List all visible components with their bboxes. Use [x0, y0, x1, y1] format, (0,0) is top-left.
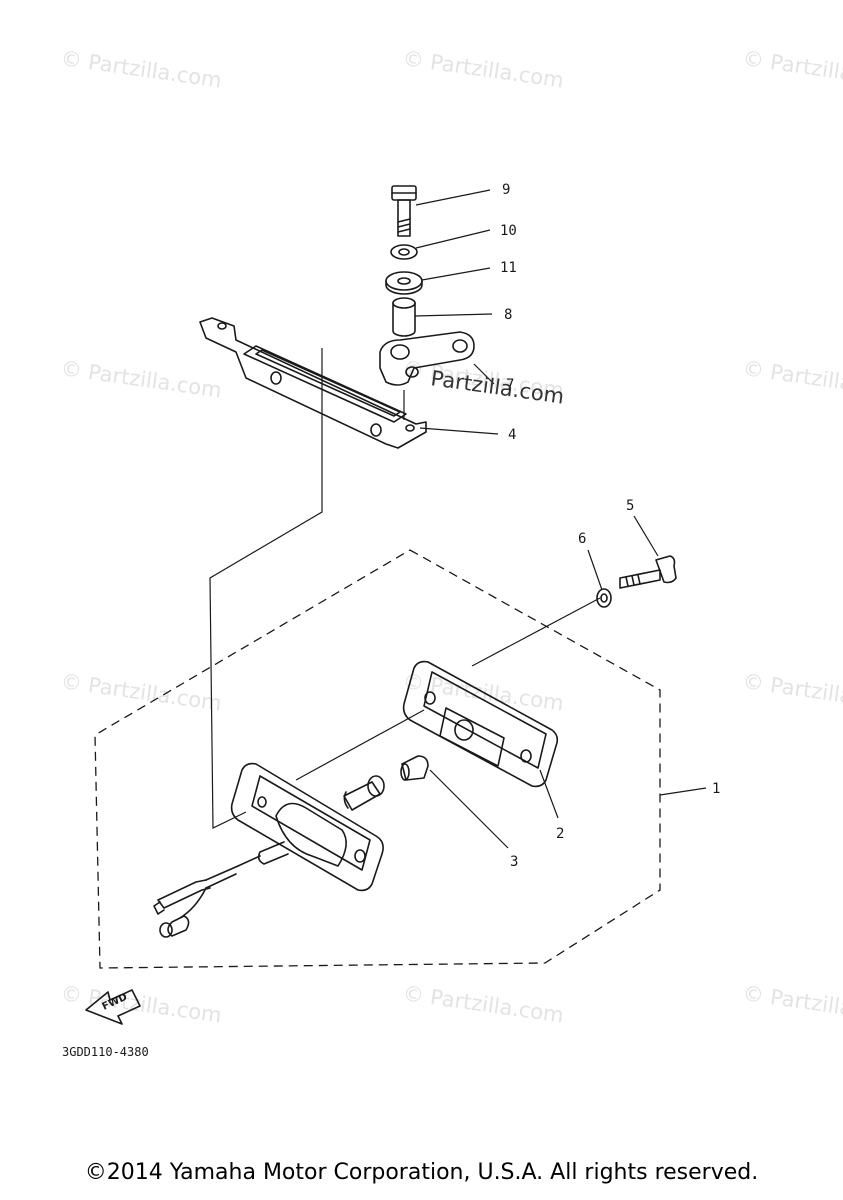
callout-4: 4	[508, 427, 516, 443]
copyright-notice: ©2014 Yamaha Motor Corporation, U.S.A. A…	[84, 1160, 759, 1185]
diagram-code: 3GDD110-4380	[62, 1045, 149, 1059]
callout-5: 5	[626, 498, 634, 514]
watermark: © Partzilla.com	[741, 356, 843, 402]
part-6-washer	[596, 588, 612, 608]
callout-7: 7	[506, 377, 514, 393]
mount-guide-line	[471, 597, 601, 667]
watermark: © Partzilla.com	[59, 981, 223, 1027]
callout-8: 8	[504, 307, 512, 323]
callout-10: 10	[500, 223, 517, 239]
watermark: © Partzilla.com	[401, 46, 565, 92]
mount-guide-line	[295, 709, 425, 781]
part-9-bolt	[391, 185, 417, 237]
part-5-screw	[619, 555, 677, 589]
watermark: © Partzilla.com	[59, 356, 223, 402]
part-3-bulb	[400, 755, 429, 781]
watermark: © Partzilla.com	[741, 46, 843, 92]
watermark: © Partzilla.com	[59, 46, 223, 92]
callout-leaders	[414, 189, 707, 849]
assembly-boundary	[94, 549, 661, 969]
callout-11: 11	[500, 260, 517, 276]
parts-diagram: © Partzilla.com © Partzilla.com © Partzi…	[59, 46, 843, 1059]
mount-guide-line	[209, 348, 323, 829]
watermark: © Partzilla.com	[741, 669, 843, 715]
callout-9: 9	[502, 182, 510, 198]
watermark: © Partzilla.com	[401, 981, 565, 1027]
watermark: © Partzilla.com	[741, 981, 843, 1027]
callout-6: 6	[578, 531, 586, 547]
watermark-layer: © Partzilla.com © Partzilla.com © Partzi…	[59, 46, 843, 1027]
callout-2: 2	[556, 826, 564, 842]
callout-labels: 9 10 11 8 7 4 5 6 1 2 3	[500, 182, 720, 870]
part-2-lens	[402, 660, 559, 788]
part-10-spring-washer	[390, 244, 418, 260]
part-8-collar	[392, 297, 416, 337]
callout-3: 3	[510, 854, 518, 870]
lamp-wiring	[153, 841, 289, 938]
part-7-bracket	[379, 331, 475, 386]
callout-1: 1	[712, 781, 720, 797]
part-4-plate	[199, 317, 427, 449]
part-11-washer	[385, 271, 423, 295]
lamp-housing	[230, 762, 385, 892]
